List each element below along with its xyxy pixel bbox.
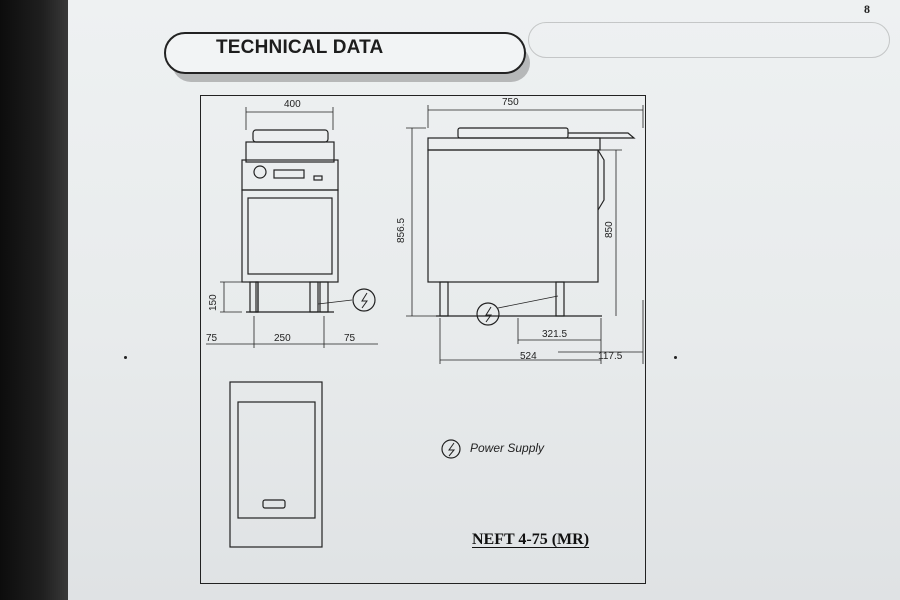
title-oval (164, 32, 526, 74)
side-view (406, 105, 644, 364)
page-edge-shadow (0, 0, 70, 600)
manual-page: 8 TECHNICAL DATA (68, 0, 900, 600)
dim-legs-height: 150 (208, 294, 219, 311)
dim-front-height: 856.5 (396, 217, 407, 243)
power-supply-legend-icon (441, 439, 461, 459)
dim-side-524: 524 (520, 351, 537, 362)
bleed-through-tab (528, 22, 890, 58)
page-title: TECHNICAL DATA (216, 37, 384, 58)
dim-front-mid: 250 (274, 333, 291, 344)
dim-side-321: 321.5 (542, 329, 568, 340)
dim-side-width: 750 (502, 97, 519, 108)
dim-side-117: 117.5 (598, 351, 623, 362)
dim-side-height: 850 (604, 221, 615, 238)
page-number: 8 (864, 2, 870, 16)
margin-dot (124, 356, 127, 359)
front-view (206, 107, 378, 348)
technical-drawing (206, 105, 644, 548)
dim-front-width: 400 (284, 99, 301, 110)
technical-drawing-frame (200, 95, 646, 584)
plan-view (229, 381, 323, 548)
margin-dot (674, 356, 677, 359)
model-name: NEFT 4-75 (MR) (472, 531, 590, 548)
dim-front-right: 75 (344, 333, 356, 344)
dim-front-left: 75 (206, 333, 218, 344)
power-supply-label: Power Supply (470, 441, 545, 455)
